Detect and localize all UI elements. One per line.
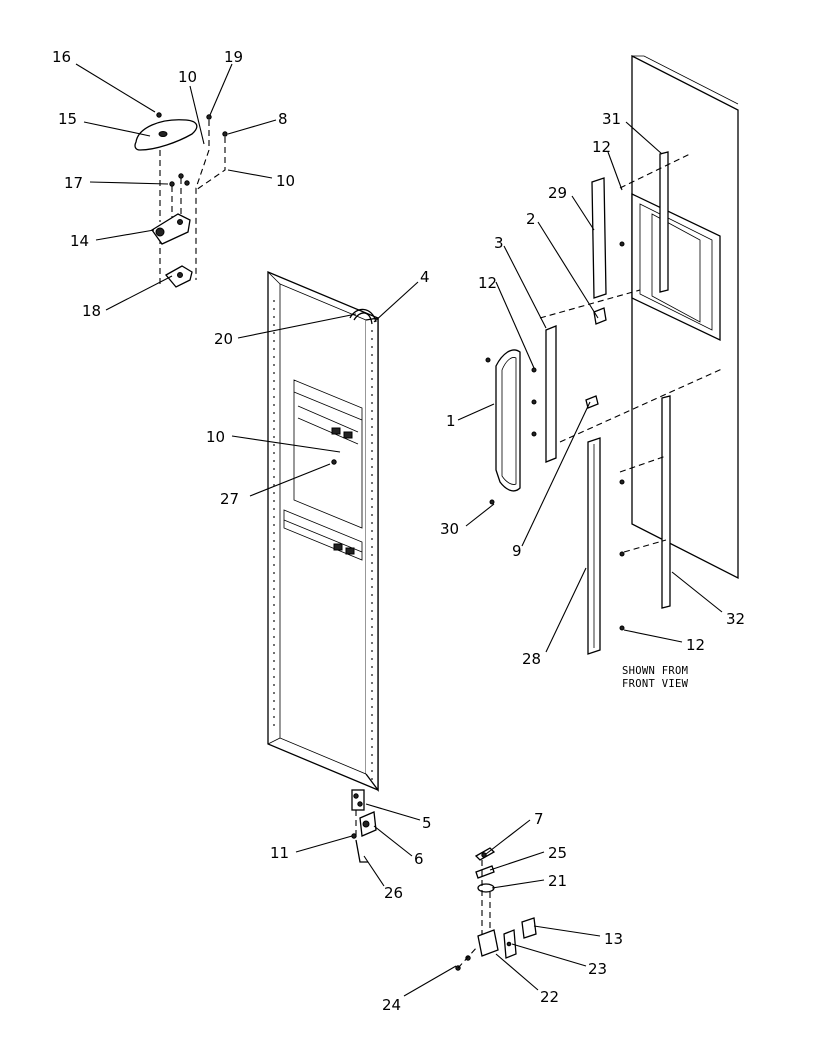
callout-10: 10 [178,68,197,86]
callout-12: 12 [592,138,611,156]
callout-6: 6 [414,850,424,868]
callout-32: 32 [726,610,745,628]
callout-4: 4 [420,268,430,286]
top-hinge-assembly [134,112,228,288]
callout-3: 3 [494,234,504,252]
view-note: SHOWN FROM FRONT VIEW [622,665,689,690]
callout-5: 5 [422,814,432,832]
callout-25: 25 [548,844,567,862]
door-panel [267,271,379,792]
callout-labels: 16 10 19 15 8 17 10 14 18 4 20 10 27 5 1… [52,48,745,1014]
callout-29: 29 [548,184,567,202]
leader-lines [75,63,723,997]
bottom-hinge-parts [455,847,537,971]
callout-15: 15 [58,110,77,128]
callout-1: 1 [446,412,456,430]
callout-21: 21 [548,872,567,890]
callout-28: 28 [522,650,541,668]
view-note-line-2: FRONT VIEW [622,678,689,690]
callout-20: 20 [214,330,233,348]
callout-27: 27 [220,490,239,508]
callout-8: 8 [278,110,288,128]
callout-9: 9 [512,542,522,560]
callout-7: 7 [534,810,544,828]
callout-18: 18 [82,302,101,320]
callout-2: 2 [526,210,536,228]
callout-24: 24 [382,996,401,1014]
callout-19: 19 [224,48,243,66]
callout-17: 17 [64,174,83,192]
callout-10: 10 [276,172,295,190]
callout-14: 14 [70,232,89,250]
callout-22: 22 [540,988,559,1006]
callout-12: 12 [478,274,497,292]
callout-12: 12 [686,636,705,654]
callout-30: 30 [440,520,459,538]
view-note-line-1: SHOWN FROM [622,665,688,677]
lower-hinge-assembly [351,789,377,863]
callout-31: 31 [602,110,621,128]
cabinet-frame [539,54,739,631]
callout-16: 16 [52,48,71,66]
callout-10: 10 [206,428,225,446]
callout-13: 13 [604,930,623,948]
callout-26: 26 [384,884,403,902]
handle-assembly [485,177,607,655]
callout-23: 23 [588,960,607,978]
callout-11: 11 [270,844,289,862]
